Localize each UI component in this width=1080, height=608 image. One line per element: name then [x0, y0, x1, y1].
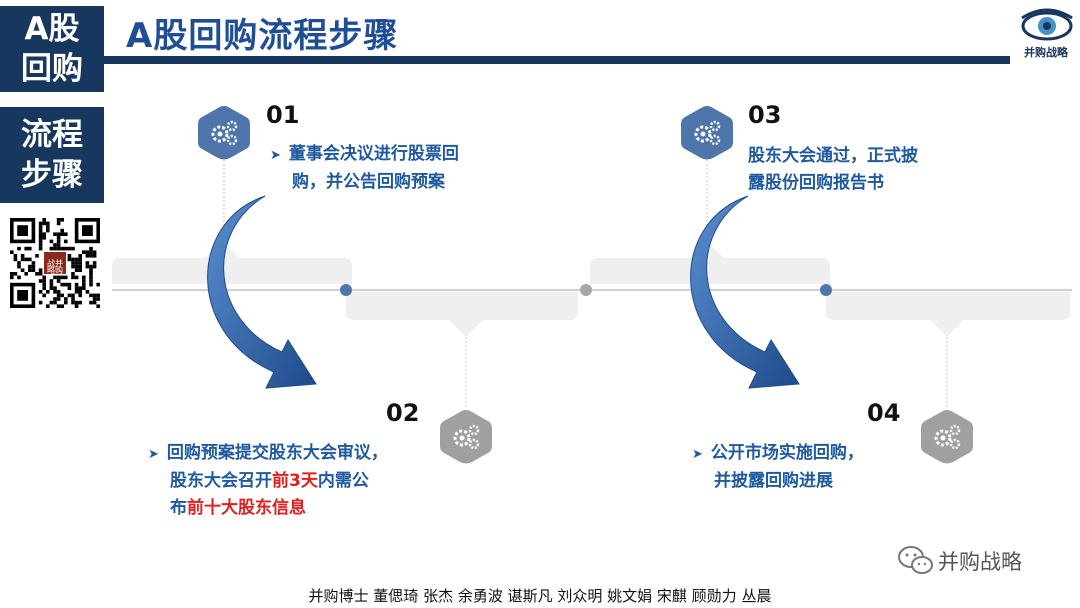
step-number-3: 03 [748, 101, 782, 129]
curved-arrow-1 [207, 195, 317, 389]
text-segment: 布 [170, 498, 187, 518]
text-segment: 并披露回购进展 [714, 471, 833, 491]
step-text-line: 购，并公告回购预案 [270, 169, 459, 196]
text-segment: 股东大会召开 [170, 471, 272, 491]
step-text-1: ➤ 董事会决议进行股票回购，并公告回购预案 [270, 141, 459, 196]
step-number-4: 04 [867, 399, 901, 427]
highlight-text: 前3天 [272, 471, 318, 491]
upper-tab-1 [112, 241, 352, 284]
svg-text:略购: 略购 [47, 265, 63, 275]
title-underline-bar [104, 56, 1010, 64]
side-tag-process: 流程 步骤 [0, 107, 104, 203]
highlight-text: 前十大股东信息 [187, 498, 306, 518]
step-text-line: 股东大会召开前3天内需公 [148, 468, 388, 495]
lower-tab-2 [826, 292, 1070, 337]
timeline-dot-2 [580, 284, 592, 296]
eye-logo-icon [1021, 8, 1073, 41]
svg-text:战并: 战并 [47, 258, 63, 268]
logo-text: 并购战略 [1024, 46, 1068, 59]
step-text-line: 露股份回购报告书 [748, 170, 918, 197]
gear-hexagon-icon-1 [198, 106, 250, 160]
timeline-dot-3 [820, 284, 832, 296]
step-text-line: 布前十大股东信息 [148, 495, 388, 522]
gear-hexagon-icon-2 [440, 410, 492, 464]
bullet-arrow-icon: ➤ [270, 148, 281, 163]
text-segment: 股东大会通过，正式披 [748, 146, 918, 166]
timeline-dot-1 [340, 284, 352, 296]
bullet-arrow-icon: ➤ [148, 447, 159, 462]
step-number-1: 01 [266, 101, 300, 129]
curved-arrow-2 [690, 195, 800, 389]
step-text-line: 并披露回购进展 [692, 468, 864, 495]
step-text-3: 股东大会通过，正式披露股份回购报告书 [748, 143, 918, 197]
text-segment: 购，并公告回购预案 [292, 172, 445, 192]
step-text-line: ➤ 公开市场实施回购， [692, 440, 864, 468]
upper-tab-2 [590, 241, 830, 284]
side-tag-line: 步骤 [21, 157, 83, 193]
credits-line: 并购博士 董偲琦 张杰 余勇波 谌斯凡 刘众明 姚文娟 宋麒 顾勋力 丛晨 [308, 587, 772, 605]
text-segment: 露股份回购报告书 [748, 173, 884, 193]
lower-tab-1 [346, 292, 578, 337]
gear-hexagon-icon-3 [681, 106, 733, 160]
text-segment: 董事会决议进行股票回 [288, 144, 459, 164]
side-tag-line: A股 [24, 11, 80, 47]
side-tag-line: 流程 [21, 117, 83, 153]
bullet-arrow-icon: ➤ [692, 447, 703, 462]
text-segment: 内需公 [317, 471, 369, 491]
side-tag-line: 回购 [21, 51, 83, 87]
step-text-line: ➤ 回购预案提交股东大会审议， [148, 440, 388, 468]
gear-hexagon-icon-4 [921, 410, 973, 464]
text-segment: 公开市场实施回购， [710, 443, 864, 463]
step-text-line: ➤ 董事会决议进行股票回 [270, 141, 459, 169]
step-text-line: 股东大会通过，正式披 [748, 143, 918, 170]
wechat-icon [898, 546, 933, 574]
step-number-2: 02 [386, 399, 420, 427]
page-title: A股回购流程步骤 [126, 16, 399, 56]
step-text-2: ➤回购预案提交股东大会审议，股东大会召开前3天内需公布前十大股东信息 [148, 440, 388, 522]
text-segment: 回购预案提交股东大会审议， [166, 443, 388, 463]
side-tag-buyback: A股 回购 [0, 6, 104, 92]
step-text-4: ➤ 公开市场实施回购， 并披露回购进展 [692, 440, 864, 495]
wechat-account-label: 并购战略 [938, 550, 1022, 574]
